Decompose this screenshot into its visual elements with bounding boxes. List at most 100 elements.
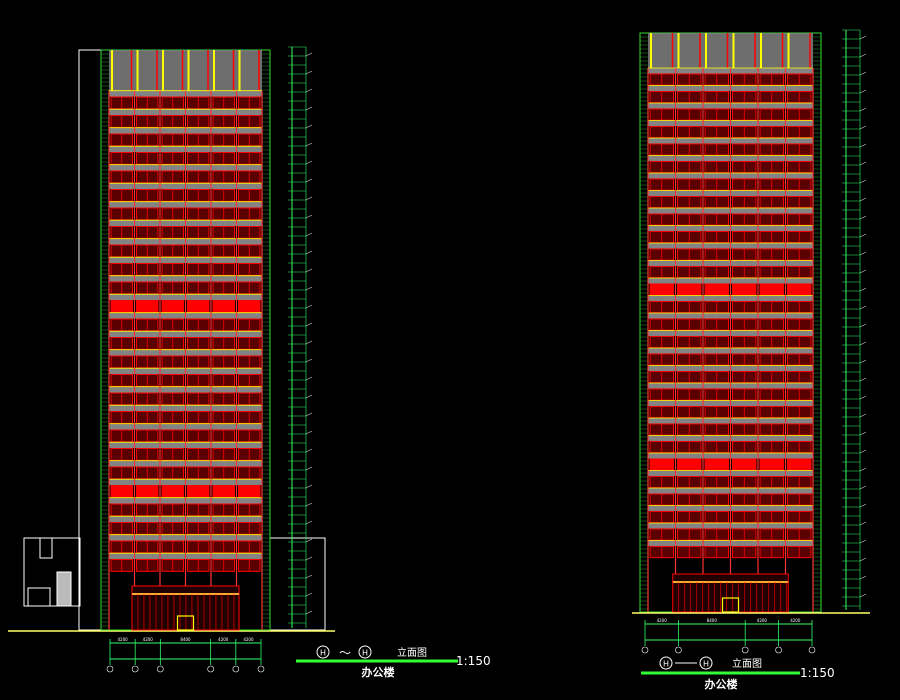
right-elevation: 4200 8400 4200 4200 bbox=[632, 29, 870, 654]
right-axis-end-label: H bbox=[703, 660, 709, 669]
bay-dimension-label: 4200 bbox=[757, 618, 768, 623]
level-flag bbox=[859, 107, 867, 112]
level-flag bbox=[859, 125, 867, 130]
level-flag bbox=[305, 286, 313, 291]
entrance-door bbox=[721, 597, 740, 613]
level-flag bbox=[859, 521, 867, 526]
right-building-name: 办公楼 bbox=[705, 677, 738, 691]
level-flag bbox=[305, 88, 313, 93]
level-flag bbox=[305, 610, 313, 615]
level-flag bbox=[305, 466, 313, 471]
right-level-marks bbox=[842, 29, 867, 610]
right-view-label: 立面图 bbox=[732, 657, 762, 670]
level-flag bbox=[859, 89, 867, 94]
level-flag bbox=[859, 593, 867, 598]
level-flag bbox=[305, 448, 313, 453]
left-axis-start-label: H bbox=[320, 649, 326, 658]
level-flag bbox=[305, 556, 313, 561]
right-bay-dimensions: 4200 8400 4200 4200 bbox=[641, 618, 816, 654]
bay-dimension-label: 4200 bbox=[243, 637, 254, 642]
level-flag bbox=[859, 431, 867, 436]
level-flag bbox=[305, 268, 313, 273]
axis-bubble bbox=[106, 665, 114, 673]
left-elevation: 4200 4200 8400 4200 4200 bbox=[8, 46, 335, 673]
level-flag bbox=[305, 232, 313, 237]
bay-dimension-label: 4200 bbox=[143, 637, 154, 642]
level-flag bbox=[305, 304, 313, 309]
level-flag bbox=[305, 376, 313, 381]
axis-bubble bbox=[808, 646, 816, 654]
bay-dimension-label: 4200 bbox=[117, 637, 128, 642]
level-flag bbox=[859, 269, 867, 274]
right-facade bbox=[639, 32, 822, 613]
right-axis-start-label: H bbox=[663, 660, 669, 669]
axis-bubble bbox=[257, 665, 265, 673]
level-flag bbox=[859, 35, 867, 40]
left-view-label: 立面图 bbox=[397, 646, 427, 659]
bay-dimension-label: 4200 bbox=[790, 618, 801, 623]
level-flag bbox=[305, 340, 313, 345]
level-flag bbox=[305, 70, 313, 75]
entrance-door bbox=[176, 615, 195, 631]
roof-crown bbox=[109, 50, 262, 91]
level-flag bbox=[305, 160, 313, 165]
left-bay-dimensions: 4200 4200 8400 4200 4200 bbox=[106, 637, 265, 673]
bay-dimension-label: 4200 bbox=[218, 637, 229, 642]
right-scale: 1:150 bbox=[800, 666, 835, 680]
level-flag bbox=[859, 323, 867, 328]
level-flag bbox=[305, 322, 313, 327]
axis-bubble bbox=[775, 646, 782, 654]
axis-bubble bbox=[131, 665, 139, 673]
left-annex bbox=[23, 537, 81, 607]
left-level-marks bbox=[288, 46, 313, 628]
level-flag bbox=[859, 215, 867, 220]
right-axis-end-bubble bbox=[699, 656, 713, 670]
right-axis-start-bubble bbox=[659, 656, 673, 670]
level-flag bbox=[859, 233, 867, 238]
level-flag bbox=[305, 124, 313, 129]
axis-bubble bbox=[157, 665, 164, 673]
left-axis-range-symbol: ～ bbox=[339, 646, 351, 660]
left-building-name: 办公楼 bbox=[362, 665, 395, 679]
lobby-glazing bbox=[672, 573, 789, 613]
level-flag bbox=[859, 539, 867, 544]
left-axis-end-bubble bbox=[358, 645, 372, 659]
level-flag bbox=[305, 394, 313, 399]
level-flag bbox=[305, 430, 313, 435]
lobby-glazing bbox=[131, 585, 240, 631]
axis-bubble bbox=[232, 665, 240, 673]
level-flag bbox=[305, 574, 313, 579]
level-flag bbox=[305, 178, 313, 183]
level-flag bbox=[859, 287, 867, 292]
right-title-block: H H 立面图 1:150 办公楼 bbox=[641, 656, 835, 691]
axis-bubble bbox=[641, 646, 649, 654]
bay-dimension-label: 8400 bbox=[180, 637, 191, 642]
level-flag bbox=[859, 359, 867, 364]
level-flag bbox=[859, 557, 867, 562]
level-flag bbox=[305, 358, 313, 363]
level-flag bbox=[859, 143, 867, 148]
bay-dimension-label: 8400 bbox=[707, 618, 718, 623]
left-axis-start-bubble bbox=[316, 645, 330, 659]
level-flag bbox=[859, 395, 867, 400]
level-flag bbox=[305, 214, 313, 219]
axis-bubble bbox=[675, 646, 682, 654]
level-flag bbox=[859, 503, 867, 508]
bay-dimension-label: 4200 bbox=[657, 618, 668, 623]
level-flag bbox=[305, 502, 313, 507]
level-flag bbox=[305, 52, 313, 57]
level-flag bbox=[305, 142, 313, 147]
left-title-block: H ～ H 立面图 1:150 办公楼 bbox=[296, 645, 491, 679]
level-flag bbox=[859, 377, 867, 382]
axis-bubble bbox=[207, 665, 214, 673]
level-flag bbox=[859, 485, 867, 490]
roof-crown bbox=[648, 33, 813, 68]
level-flag bbox=[305, 520, 313, 525]
level-flag bbox=[859, 467, 867, 472]
level-flag bbox=[859, 341, 867, 346]
level-flag bbox=[859, 413, 867, 418]
level-flag bbox=[305, 538, 313, 543]
left-axis-end-label: H bbox=[362, 649, 368, 658]
level-flag bbox=[305, 484, 313, 489]
